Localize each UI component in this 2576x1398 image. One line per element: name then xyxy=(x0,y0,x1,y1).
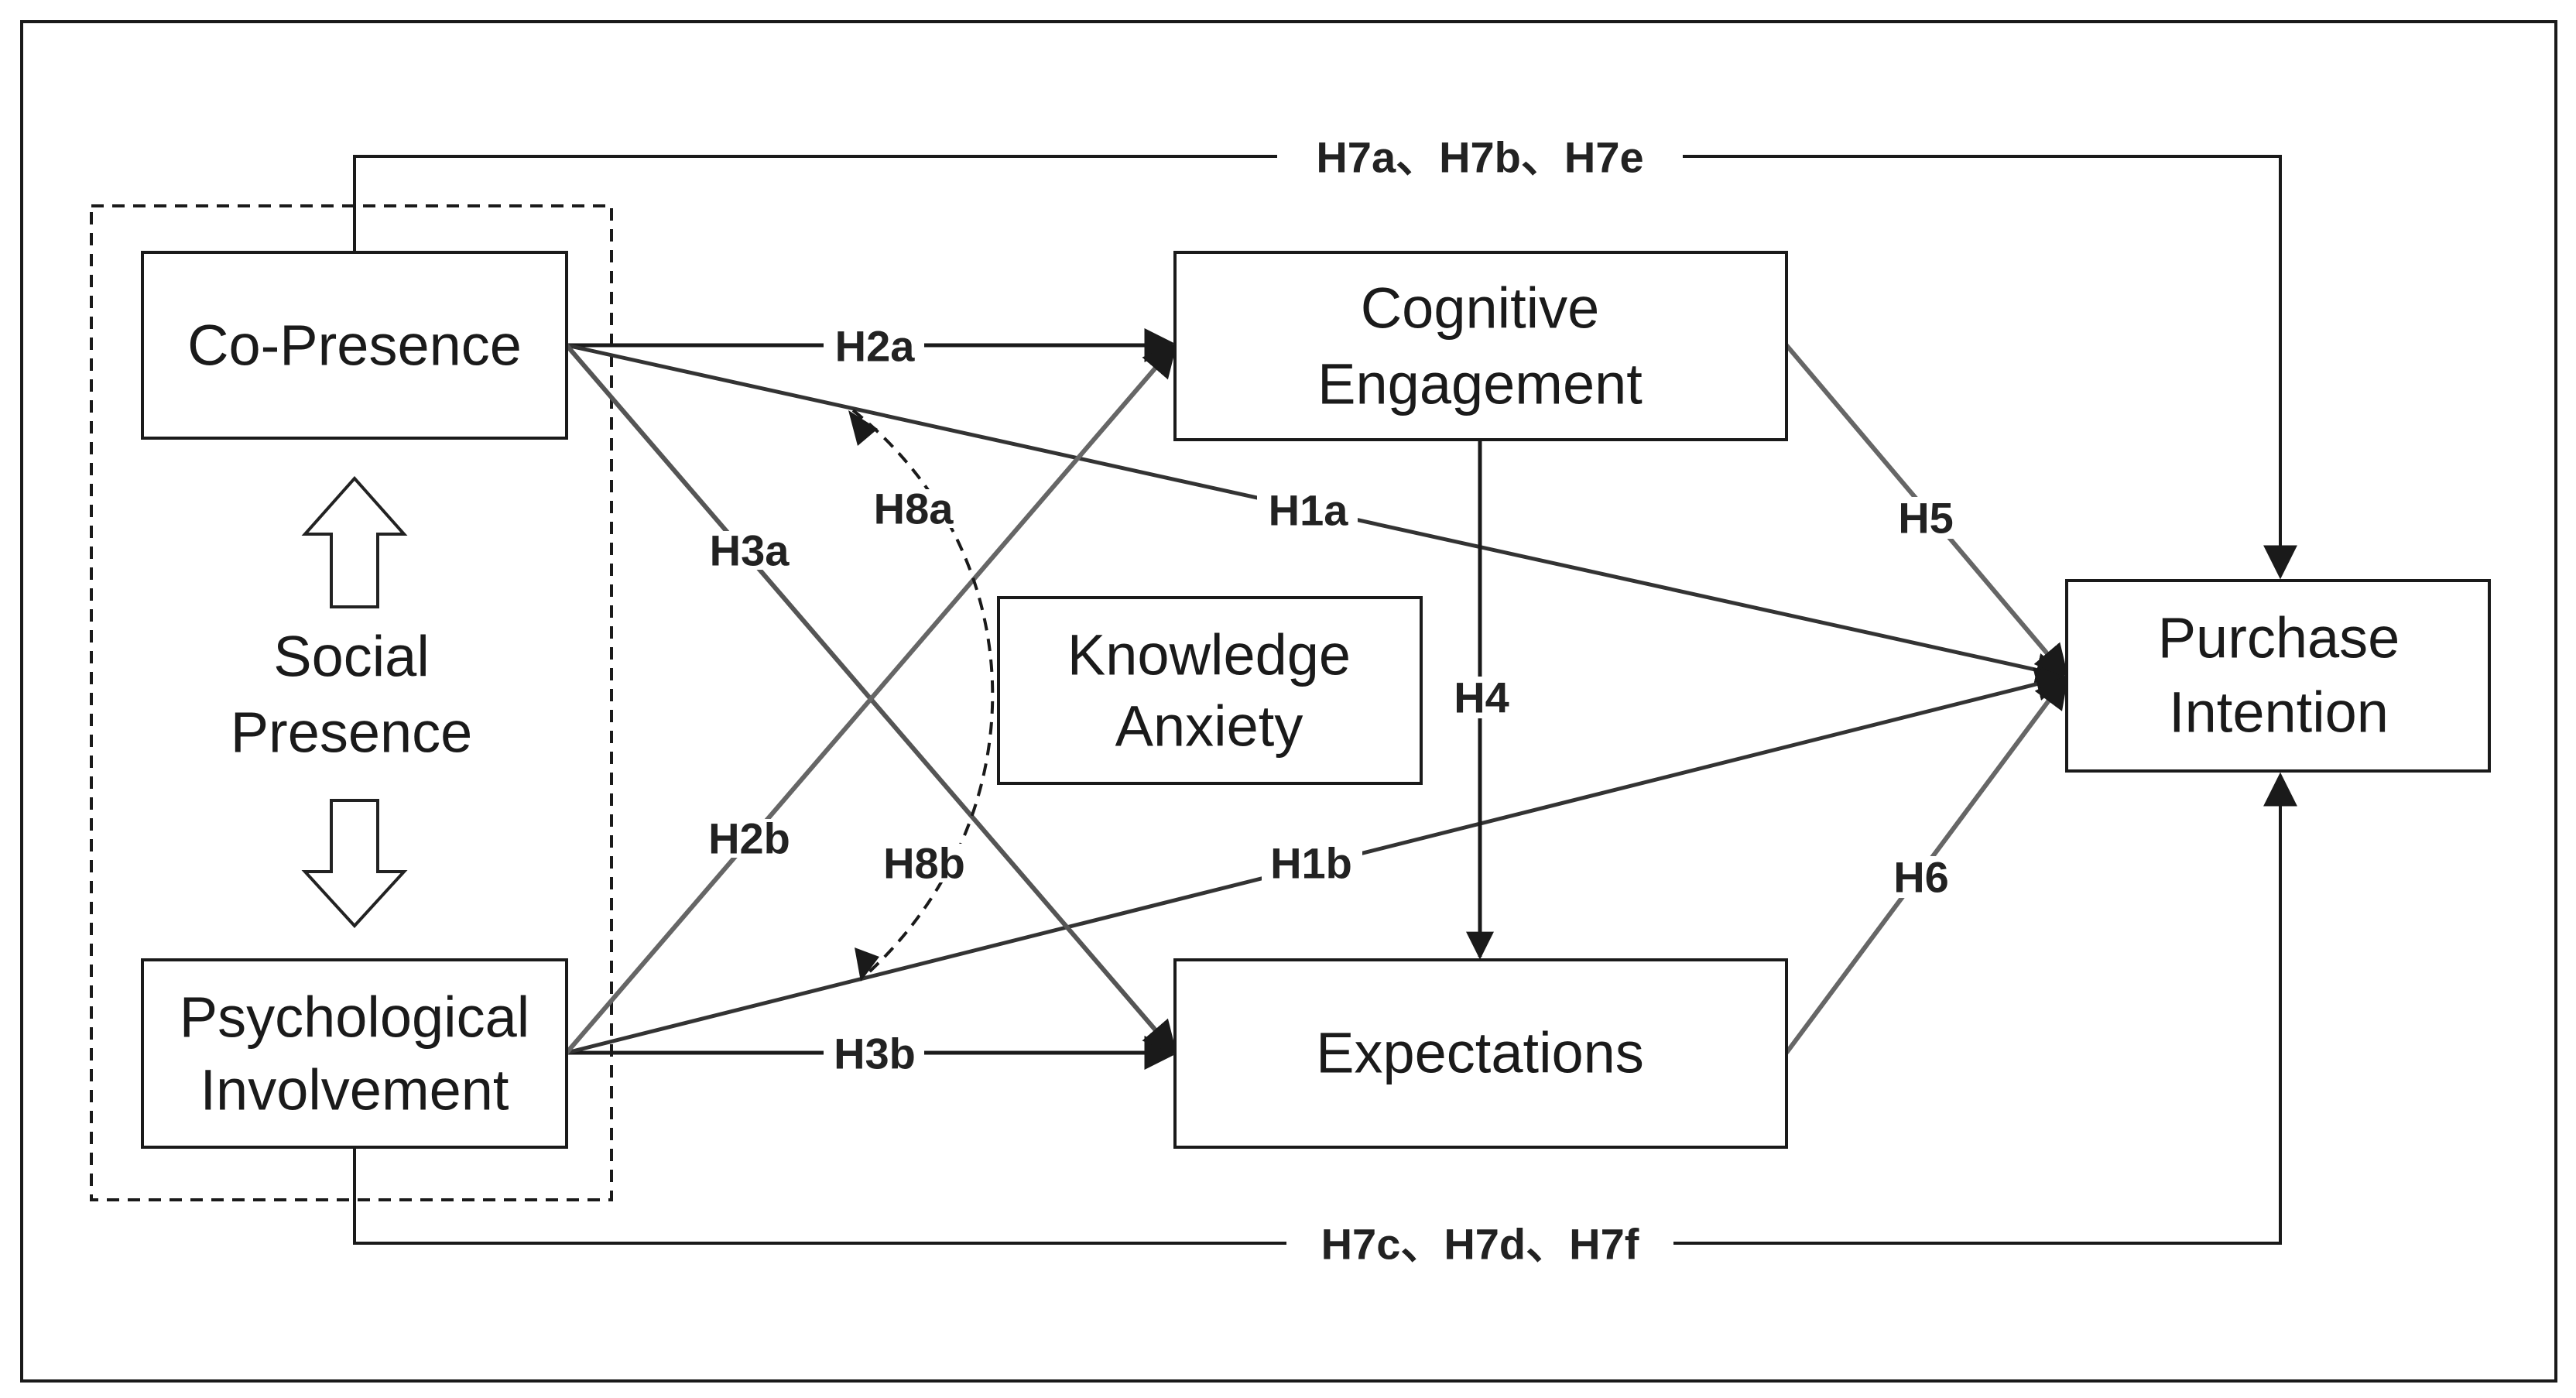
social-presence-line-1: Social xyxy=(273,625,430,689)
h7-top-label-bg xyxy=(1277,136,1683,178)
edge-h2b xyxy=(564,342,1177,1054)
expectations-label: Expectations xyxy=(1316,1021,1644,1085)
h6-label: H6 xyxy=(1893,853,1949,902)
h5-label-bg xyxy=(1895,497,1957,539)
knowledge-anxiety-line-1: Knowledge xyxy=(1067,623,1351,687)
h2a-label: H2a xyxy=(835,322,916,371)
h8b-label: H8b xyxy=(883,839,965,888)
purchase-intention-line-1: Purchase xyxy=(2158,606,2400,670)
purchase-intention-line-2: Intention xyxy=(2169,680,2389,745)
cognitive-engagement-box xyxy=(1173,251,1788,441)
h3a-label-bg xyxy=(700,531,800,570)
h1a-label-bg xyxy=(1257,491,1358,529)
psychological-involvement-line-1: Psychological xyxy=(180,985,529,1050)
hollow-down-arrow-icon xyxy=(301,799,408,928)
h5-label: H5 xyxy=(1898,494,1954,543)
h4-label-bg xyxy=(1451,677,1512,718)
expectations-box xyxy=(1173,958,1788,1149)
h8b-arrowhead xyxy=(855,947,879,982)
social-presence-group-frame xyxy=(90,204,613,1201)
h7-bottom-label: H7c、H7d、H7f xyxy=(1321,1220,1639,1269)
h8a-label: H8a xyxy=(874,485,954,533)
h7-bottom-label-bg xyxy=(1286,1223,1673,1265)
h2b-label: H2b xyxy=(708,814,790,863)
cognitive-engagement-line-1: Cognitive xyxy=(1361,276,1600,341)
h7-top-label: H7a、H7b、H7e xyxy=(1316,133,1643,182)
h1b-label: H1b xyxy=(1270,839,1352,888)
cognitive-engagement-line-2: Engagement xyxy=(1317,352,1643,416)
hollow-up-arrow-icon xyxy=(301,475,408,608)
h3b-label: H3b xyxy=(834,1030,916,1078)
co-presence-label: Co-Presence xyxy=(187,314,522,378)
h8b-label-bg xyxy=(875,844,975,882)
knowledge-anxiety-box xyxy=(997,596,1423,785)
psychological-involvement-box xyxy=(141,958,568,1149)
h2b-label-bg xyxy=(700,819,800,858)
psychological-involvement-line-2: Involvement xyxy=(200,1058,509,1122)
social-presence-line-2: Presence xyxy=(231,701,473,765)
h1a-label: H1a xyxy=(1269,486,1349,535)
h4-label: H4 xyxy=(1454,673,1509,722)
h3a-label: H3a xyxy=(710,526,790,575)
h1b-label-bg xyxy=(1262,844,1362,882)
knowledge-anxiety-line-2: Anxiety xyxy=(1115,694,1303,759)
h8a-label-bg xyxy=(864,489,964,528)
edge-h8-moderation xyxy=(851,409,995,978)
co-presence-box xyxy=(141,251,568,440)
purchase-intention-box xyxy=(2065,579,2491,773)
h8a-arrowhead xyxy=(848,410,878,446)
h2a-label-bg xyxy=(824,327,924,365)
h6-label-bg xyxy=(1890,856,1952,898)
h3b-label-bg xyxy=(824,1034,924,1073)
